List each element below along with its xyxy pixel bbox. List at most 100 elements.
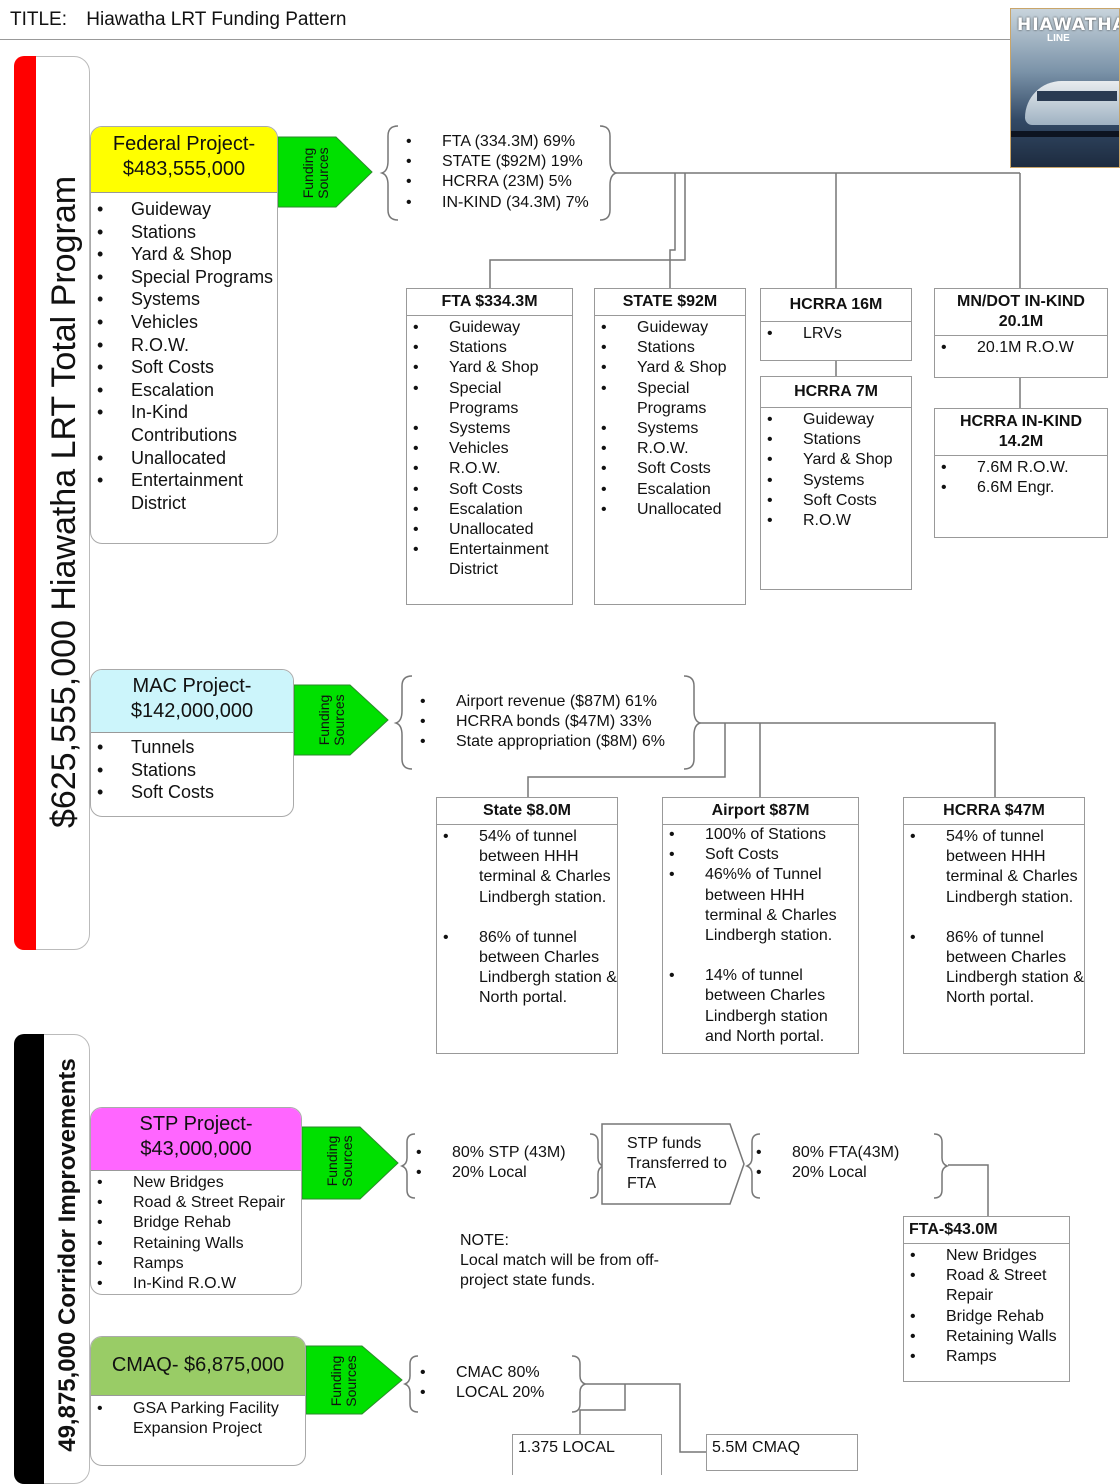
source-item: HCRRA bonds ($47M) 33% [410,712,700,732]
cmaq-project-header: CMAQ- $6,875,000 [91,1337,305,1396]
stp-fta-link [948,1164,989,1216]
cmaq-funding-sources-label: Funding Sources [328,1355,359,1407]
mac-state-box-items: 54% of tunnel between HHH terminal & Cha… [437,825,617,1009]
list-item: Systems [595,419,745,439]
hcrra16-box: HCRRA 16M LRVs [760,288,912,361]
mac-project-title: MAC Project- [132,675,252,697]
list-item: Stations [761,430,911,450]
mndot-inkind-items: 20.1M R.O.W [935,336,1107,358]
list-item: Yard & Shop [761,450,911,470]
mac-airport-box-items: 100% of Stations Soft Costs 46%% of Tunn… [663,825,858,1047]
cmaq-project-box: CMAQ- $6,875,000 GSA Parking Facility Ex… [90,1336,306,1466]
list-item: 6.6M Engr. [935,478,1107,498]
list-item: Guideway [595,318,745,338]
program-red-bar [14,56,36,950]
list-item: Unallocated [595,500,745,520]
fta-box: FTA $334.3M Guideway Stations Yard & Sho… [406,288,573,605]
list-item: Escalation [595,480,745,500]
hcrra7-box: HCRRA 7M Guideway Stations Yard & Shop S… [760,376,912,590]
list-item: GSA Parking Facility Expansion Project [91,1399,305,1439]
source-item: 80% STP (43M) [406,1143,596,1163]
stp-transfer-text: STP funds Transferred to FTA [627,1135,727,1193]
corridor-total-label: 49,875,000 Corridor Improvements [54,1058,81,1452]
title-label: TITLE: [10,9,68,30]
source-item: 20% Local [406,1163,596,1183]
mac-sources-list: Airport revenue ($87M) 61% HCRRA bonds (… [410,692,700,753]
list-item: 20.1M R.O.W [935,338,1107,358]
list-item: In-Kind Contributions [91,401,277,446]
transfer-shape [601,1123,745,1205]
mac-project-box: MAC Project- $142,000,000 Tunnels Statio… [90,669,294,817]
list-item: R.O.W. [91,334,277,357]
federal-project-amount: $483,555,000 [122,158,246,180]
list-item: Escalation [91,379,277,402]
federal-funding-arrow [277,136,373,208]
note-text: Local match will be from off-project sta… [460,1252,659,1290]
list-item: Retaining Walls [91,1234,301,1254]
hiawatha-logo: HIAWATHA LINE [1010,8,1120,168]
list-item: LRVs [761,324,911,344]
list-item: In-Kind R.O.W [91,1274,301,1294]
mac-project-items: Tunnels Stations Soft Costs [91,733,293,804]
source-item: 20% Local [746,1163,936,1183]
mac-project-amount: $142,000,000 [130,700,254,722]
list-item: Unallocated [91,447,277,470]
list-item: Road & Street Repair [91,1193,301,1213]
source-item: CMAC 80% [410,1363,580,1383]
list-item: Bridge Rehab [904,1307,1069,1327]
cmaq-project-items: GSA Parking Facility Expansion Project [91,1396,305,1439]
hcrra-inkind-title: HCRRA IN-KIND [959,413,1083,430]
list-item: Stations [407,338,572,358]
list-item: Tunnels [91,736,293,759]
funding-arrows [277,136,403,1415]
rail-illustration [1011,131,1119,137]
list-item: Entertainment District [91,469,277,514]
cmaq-funding-arrow [305,1345,403,1415]
list-item: Soft Costs [407,480,572,500]
cmaq-brace-left [402,1355,419,1413]
list-item: Guideway [407,318,572,338]
list-item: 7.6M R.O.W. [935,458,1107,478]
train-illustration [1025,81,1119,125]
mac-tree [527,722,996,797]
source-item: 80% FTA(43M) [746,1143,936,1163]
stp-project-header: STP Project- $43,000,000 [91,1108,301,1171]
source-item: FTA (334.3M) 69% [396,132,606,152]
mndot-inkind-title: MN/DOT IN-KIND [957,293,1085,310]
mac-sources-brace-left [393,675,413,770]
program-total-label: $625,555,000 Hiawatha LRT Total Program [45,175,83,829]
list-item: Entertainment District [407,540,572,580]
source-item: State appropriation ($8M) 6% [410,732,700,752]
stp-project-box: STP Project- $43,000,000 New Bridges Roa… [90,1107,302,1295]
mac-project-header: MAC Project- $142,000,000 [91,670,293,733]
list-item: New Bridges [91,1173,301,1193]
list-item: Retaining Walls [904,1327,1069,1347]
list-item: R.O.W. [595,439,745,459]
list-item: Soft Costs [91,356,277,379]
mac-funding-arrow [293,684,389,756]
list-item: R.O.W [761,511,911,531]
federal-project-header: Federal Project- $483,555,000 [91,127,277,193]
stp-brace-left [399,1133,416,1199]
list-item: Systems [761,471,911,491]
stp-fta-brace-right [933,1133,950,1199]
cmaq-cmaq-box: 5.5M CMAQ [706,1434,858,1471]
cmaq-local-box: 1.375 LOCAL [512,1434,662,1475]
mac-hcrra-box: HCRRA $47M 54% of tunnel between HHH ter… [903,797,1085,1054]
cmaq-project-title: CMAQ- $6,875,000 [111,1354,285,1376]
list-item: 100% of Stations [663,825,858,845]
hcrra-inkind-header: HCRRA IN-KIND 14.2M [935,409,1107,456]
list-item: Road & Street Repair [904,1266,1069,1306]
list-item: 46%% of Tunnel between HHH terminal & Ch… [663,865,858,946]
list-item: Soft Costs [91,781,293,804]
hcrra-inkind-box: HCRRA IN-KIND 14.2M 7.6M R.O.W. 6.6M Eng… [934,408,1108,538]
stp-fta-box: FTA-$43.0M New Bridges Road & Street Rep… [903,1216,1070,1382]
list-item: Unallocated [407,520,572,540]
fta-box-title: FTA $334.3M [407,289,572,316]
federal-funding-sources-label: Funding Sources [300,147,331,199]
list-item: 54% of tunnel between HHH terminal & Cha… [904,827,1084,908]
list-item: R.O.W. [407,459,572,479]
federal-tree [489,172,1021,288]
diagram-title: Hiawatha LRT Funding Pattern [86,9,347,30]
mndot-inkind-box: MN/DOT IN-KIND 20.1M 20.1M R.O.W [934,288,1108,378]
